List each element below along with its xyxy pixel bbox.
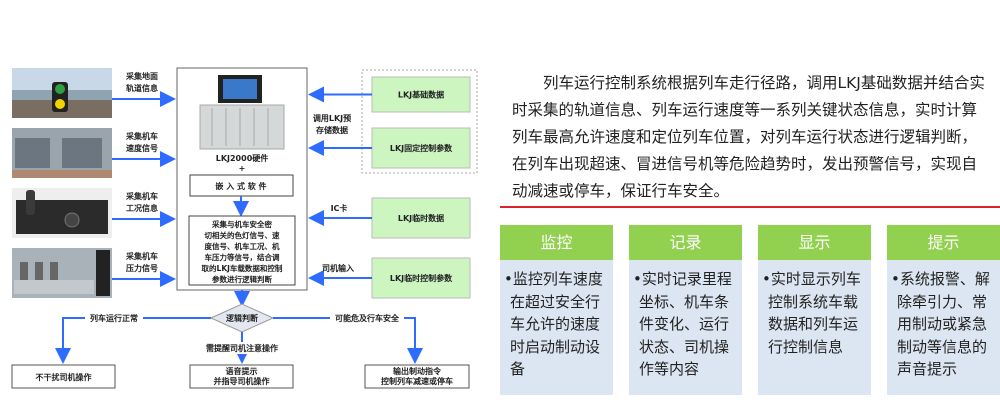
lkj-data-box bbox=[371, 197, 471, 239]
input-label: 采集地面 bbox=[125, 71, 158, 81]
branch-remind-label: 需提醒司机注意操作 bbox=[206, 343, 278, 353]
feature-card-text: 实时记录里程坐标、机车条件变化、运行状态、司机操作等内容 bbox=[639, 270, 732, 378]
feature-card-text: 实时显示列车控制系统车载数据和列车运行控制信息 bbox=[768, 270, 861, 356]
arrow-danger bbox=[273, 317, 423, 364]
feature-card-title: 记录 bbox=[629, 225, 742, 260]
lkj-data-box bbox=[371, 257, 471, 299]
feature-card: 提示•系统报警、解除牵引力、常用制动或紧急制动等信息的声音提示 bbox=[887, 225, 1000, 395]
logic-text-line: 采集与机车安全密 bbox=[211, 219, 272, 229]
logic-text-line: 取的LKJ车载数据和控制 bbox=[202, 263, 283, 273]
feature-card: 监控•监控列车速度在超过安全行车允许的速度时启动制动设备 bbox=[500, 225, 613, 395]
feature-card-body: •监控列车速度在超过安全行车允许的速度时启动制动设备 bbox=[500, 260, 613, 381]
input-label: 采集机车 bbox=[125, 251, 158, 261]
controller-photo bbox=[12, 188, 112, 238]
output-label: 不干扰司机操作 bbox=[36, 372, 92, 382]
bullet-icon: • bbox=[633, 270, 642, 288]
output-box-right bbox=[364, 364, 470, 389]
branch-danger-label: 可能危及行车安全 bbox=[335, 313, 400, 323]
feature-card: 显示•实时显示列车控制系统车载数据和列车运行控制信息 bbox=[758, 225, 871, 395]
decision-label: 逻辑判断 bbox=[225, 313, 258, 323]
lkj-data-box bbox=[371, 76, 471, 113]
lkj-data-label: LKJ临时控制参数 bbox=[390, 273, 453, 283]
input-label: 工况信息 bbox=[126, 203, 158, 213]
signal-photo bbox=[12, 68, 112, 118]
input-label: 轨道信息 bbox=[126, 83, 158, 93]
input-label: 压力信号 bbox=[126, 263, 158, 273]
output-box-left bbox=[11, 364, 116, 389]
input-label: 采集机车 bbox=[125, 191, 158, 201]
plus-sign: + bbox=[239, 164, 246, 173]
lkj-data-box bbox=[371, 127, 471, 169]
branch-normal-label: 列车运行正常 bbox=[90, 313, 138, 323]
lkj-data-label: LKJ临时数据 bbox=[398, 213, 444, 223]
feature-card-body: •系统报警、解除牵引力、常用制动或紧急制动等信息的声音提示 bbox=[887, 260, 1000, 381]
arrow-normal bbox=[55, 317, 211, 364]
logic-text-line: 参数进行逻辑判断 bbox=[212, 274, 272, 284]
feature-card-title: 显示 bbox=[758, 225, 871, 260]
feature-card-body: •实时显示列车控制系统车载数据和列车运行控制信息 bbox=[758, 260, 871, 358]
prestored-label-1: 调用LKJ预 bbox=[313, 113, 351, 123]
prestored-label-2: 存储数据 bbox=[315, 125, 348, 135]
logic-text-line: 切相关的色灯信号、速 bbox=[205, 230, 280, 240]
output-label: 输出制动指令 bbox=[393, 366, 442, 376]
feature-card-text: 监控列车速度在超过安全行车允许的速度时启动制动设备 bbox=[510, 270, 603, 378]
embedded-software-label: 嵌 入 式 软 件 bbox=[215, 181, 266, 191]
lkj-data-label: LKJ固定控制参数 bbox=[390, 143, 453, 153]
wheel-photo bbox=[12, 128, 112, 178]
logic-text-line: 车压力等信号，结合调 bbox=[205, 252, 280, 262]
input-label: 速度信号 bbox=[126, 143, 158, 153]
description-paragraph: 列车运行控制系统根据列车走行径路，调用LKJ基础数据并结合实时采集的轨道信息、列… bbox=[512, 74, 985, 200]
output-label: 语音提示 bbox=[226, 366, 258, 376]
bullet-icon: • bbox=[891, 270, 900, 288]
feature-card-title: 监控 bbox=[500, 225, 613, 260]
feature-card: 记录•实时记录里程坐标、机车条件变化、运行状态、司机操作等内容 bbox=[629, 225, 742, 395]
logic-text-line: 度信号、机车工况、机 bbox=[205, 241, 280, 251]
feature-card-title: 提示 bbox=[887, 225, 1000, 260]
prestored-data-group bbox=[361, 69, 478, 174]
input-label: 采集机车 bbox=[125, 131, 158, 141]
output-box-middle bbox=[189, 364, 294, 389]
output-label: 并指导司机操作 bbox=[214, 376, 270, 386]
feature-card-body: •实时记录里程坐标、机车条件变化、运行状态、司机操作等内容 bbox=[629, 260, 742, 381]
pressure-sensor-photo bbox=[12, 248, 112, 298]
feature-card-text: 系统报警、解除牵引力、常用制动或紧急制动等信息的声音提示 bbox=[897, 270, 990, 378]
hardware-label: LKJ2000硬件 bbox=[216, 153, 269, 163]
logic-box bbox=[188, 215, 296, 286]
bullet-icon: • bbox=[762, 270, 771, 288]
divider bbox=[500, 206, 1000, 208]
ic-card-label: IC卡 bbox=[331, 203, 348, 213]
lkj-data-label: LKJ基础数据 bbox=[398, 90, 444, 100]
driver-input-label: 司机输入 bbox=[322, 263, 354, 273]
bullet-icon: • bbox=[504, 270, 513, 288]
lkj2000-hardware-image bbox=[199, 75, 285, 150]
output-label: 控制列车减速或停车 bbox=[381, 376, 453, 386]
